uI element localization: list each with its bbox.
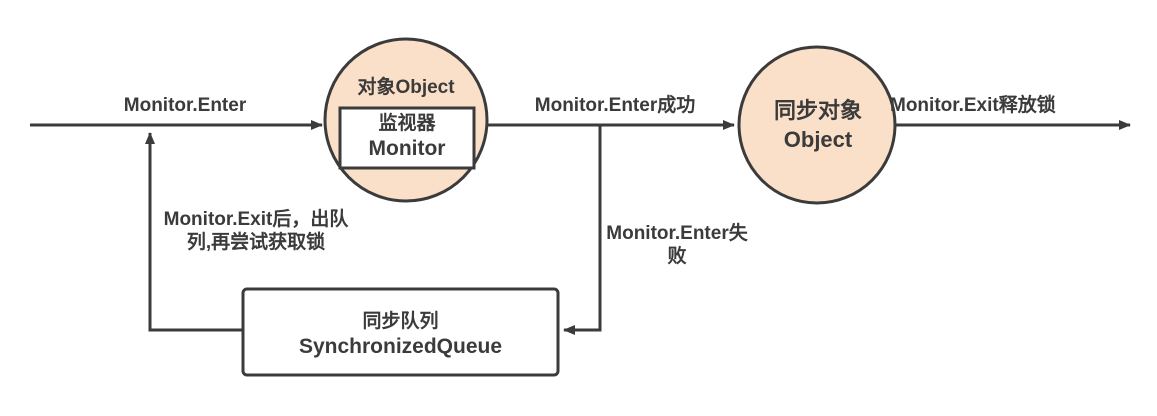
- sync-object-circle: [737, 45, 897, 205]
- edge-enter-fail-arrow: [563, 125, 602, 335]
- sync-queue-box: [241, 287, 560, 377]
- edge-exit-requeue-arrow: [145, 132, 243, 332]
- monitor-inner-box: [338, 106, 476, 170]
